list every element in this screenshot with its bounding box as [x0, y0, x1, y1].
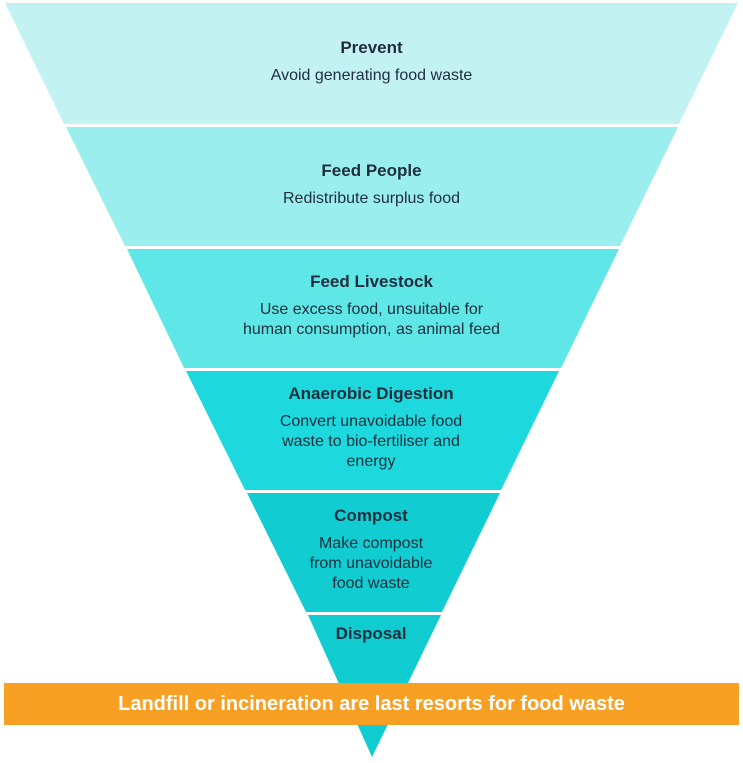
tier-title: Prevent: [340, 38, 403, 57]
tier-title: Compost: [334, 506, 408, 525]
tier-description: Convert unavoidable food waste to bio-fe…: [279, 413, 463, 470]
tier-compost: Compost Make compost from unavoidable fo…: [271, 506, 471, 594]
tier-feed-people-shape: [66, 127, 678, 246]
tier-feed-livestock-shape: [127, 249, 619, 368]
tier-description: Make compost from unavoidable food waste: [309, 535, 433, 592]
last-resort-banner: Landfill or incineration are last resort…: [4, 683, 739, 725]
tier-disposal: Disposal: [301, 624, 441, 652]
tier-feed-people: Feed People Redistribute surplus food: [170, 161, 573, 209]
tier-feed-livestock: Feed Livestock Use excess food, unsuitab…: [170, 272, 573, 340]
tier-description: Use excess food, unsuitable for human co…: [242, 301, 501, 338]
tier-title: Feed People: [321, 161, 422, 180]
tier-description: Redistribute surplus food: [283, 190, 460, 207]
tier-description: Avoid generating food waste: [270, 67, 473, 84]
tier-compost-shape: [247, 493, 500, 612]
tier-anaerobic-digestion: Anaerobic Digestion Convert unavoidable …: [221, 384, 521, 472]
tier-prevent-shape: [5, 3, 738, 124]
tier-anaerobic-digestion-shape: [186, 371, 559, 490]
tier-prevent: Prevent Avoid generating food waste: [170, 38, 573, 86]
tier-title: Anaerobic Digestion: [288, 384, 454, 403]
tier-title: Disposal: [335, 624, 407, 643]
tier-title: Feed Livestock: [310, 272, 433, 291]
